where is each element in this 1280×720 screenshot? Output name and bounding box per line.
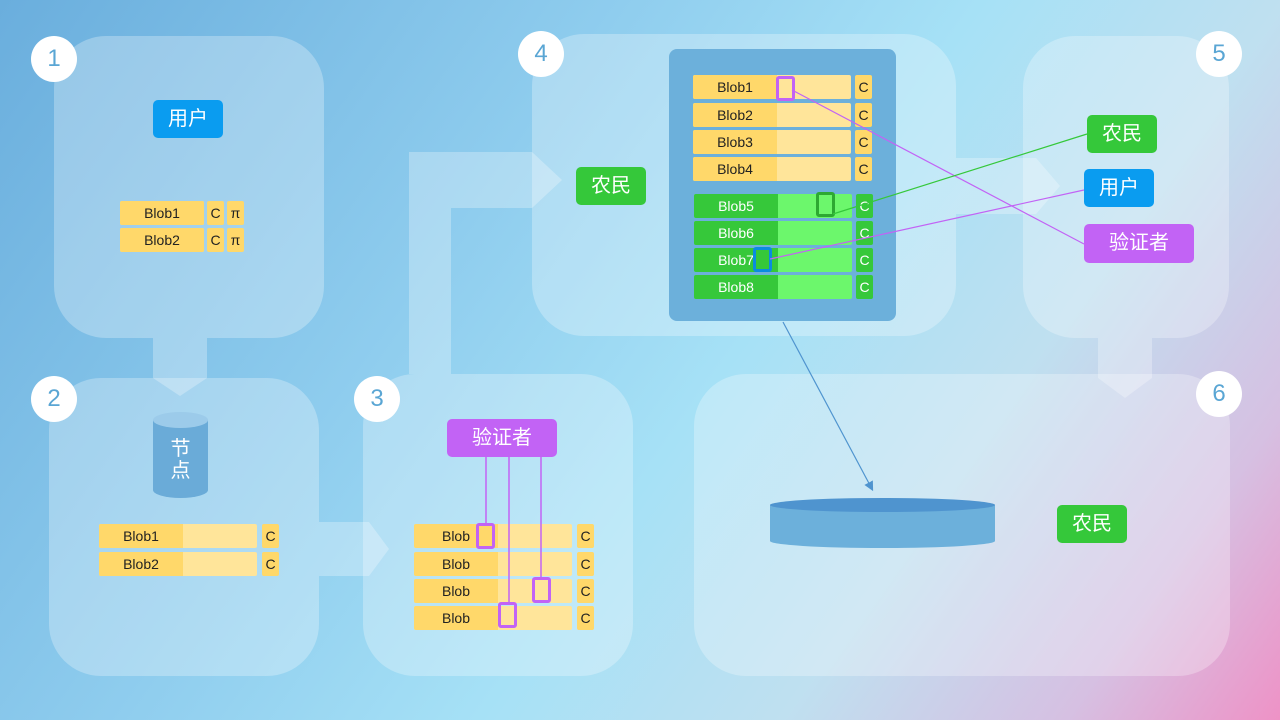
c-box: C <box>855 157 872 181</box>
blob-label: Blob1 <box>120 201 204 225</box>
blob-label: Blob2 <box>120 228 204 252</box>
blob-row: Blob8 <box>694 275 852 299</box>
blob-label: Blob7 <box>694 248 778 272</box>
blob-row: Blob6 <box>694 221 852 245</box>
verifier-tag: 验证者 <box>1084 224 1194 263</box>
blob-label: Blob3 <box>693 130 777 154</box>
blob-label: Blob5 <box>694 194 778 218</box>
node-label: 节 点 <box>170 438 191 482</box>
blob-row: Blob3 <box>693 130 851 154</box>
flow-arrow-3-to-4-vertical <box>409 152 451 374</box>
flow-arrow-1-to-2 <box>153 338 207 378</box>
step-badge-6: 6 <box>1196 371 1242 417</box>
c-box: C <box>856 275 873 299</box>
c-box: C <box>207 228 224 252</box>
panel-step-1 <box>54 36 324 338</box>
blob-row: Blob1 <box>120 201 204 225</box>
blob-label: Blob6 <box>694 221 778 245</box>
flow-arrow-4-to-5-head <box>1036 158 1060 214</box>
blob-row: Blob <box>414 579 572 603</box>
blob-row: Blob4 <box>693 157 851 181</box>
blob-label: Blob <box>414 579 498 603</box>
blob-row: Blob2 <box>120 228 204 252</box>
c-box: C <box>577 524 594 548</box>
node-cylinder: 节 点 <box>153 412 208 498</box>
c-box: C <box>855 130 872 154</box>
farmer-tag: 农民 <box>576 167 646 205</box>
flow-arrow-5-to-6 <box>1098 338 1152 378</box>
challenge-selection <box>532 577 551 603</box>
c-box: C <box>856 248 873 272</box>
c-box: C <box>577 552 594 576</box>
step-badge-3: 3 <box>354 376 400 422</box>
blob-label: Blob <box>414 606 498 630</box>
flow-arrow-3-to-4-horizontal <box>451 152 532 208</box>
storage-disk <box>770 497 995 549</box>
step-badge-5: 5 <box>1196 31 1242 77</box>
disk-icon <box>770 498 995 548</box>
c-box: C <box>262 552 279 576</box>
blob-label: Blob <box>414 552 498 576</box>
blob-row: Blob <box>414 606 572 630</box>
user-tag: 用户 <box>153 100 223 138</box>
step-badge-2: 2 <box>31 376 77 422</box>
c-box: C <box>207 201 224 225</box>
flow-arrow-3-to-4-head <box>532 152 562 208</box>
c-box: C <box>856 194 873 218</box>
farmer-tag: 农民 <box>1087 115 1157 153</box>
blob-label: Blob1 <box>693 75 777 99</box>
step-badge-4: 4 <box>518 31 564 77</box>
c-box: C <box>577 606 594 630</box>
c-box: C <box>855 103 872 127</box>
blob-label: Blob8 <box>694 275 778 299</box>
blob-row: Blob1 <box>693 75 851 99</box>
verifier-tag: 验证者 <box>447 419 557 457</box>
pi-box: π <box>227 201 244 225</box>
blob-label: Blob2 <box>99 552 183 576</box>
flow-arrow-2-to-3-head <box>369 522 389 576</box>
blob-row: Blob2 <box>693 103 851 127</box>
c-box: C <box>262 524 279 548</box>
flow-arrow-1-to-2-head <box>153 378 207 396</box>
blob-label: Blob4 <box>693 157 777 181</box>
user-selection <box>753 247 772 272</box>
blob-label: Blob <box>414 524 498 548</box>
challenge-selection <box>476 523 495 549</box>
blob-row: Blob2 <box>99 552 257 576</box>
c-box: C <box>855 75 872 99</box>
c-box: C <box>856 221 873 245</box>
cylinder-icon <box>153 412 208 498</box>
pi-box: π <box>227 228 244 252</box>
step-badge-1: 1 <box>31 36 77 82</box>
user-tag: 用户 <box>1084 169 1154 207</box>
c-box: C <box>577 579 594 603</box>
blob-row: Blob1 <box>99 524 257 548</box>
blob-label: Blob1 <box>99 524 183 548</box>
blob-row: Blob7 <box>694 248 852 272</box>
farmer-selection <box>816 192 835 217</box>
farmer-tag: 农民 <box>1057 505 1127 543</box>
flow-arrow-4-to-5 <box>956 158 1036 214</box>
challenge-selection <box>498 602 517 628</box>
blob-label: Blob2 <box>693 103 777 127</box>
flow-arrow-2-to-3 <box>319 522 369 576</box>
flow-arrow-5-to-6-head <box>1098 378 1152 398</box>
verifier-selection <box>776 76 795 101</box>
blob-row: Blob <box>414 552 572 576</box>
